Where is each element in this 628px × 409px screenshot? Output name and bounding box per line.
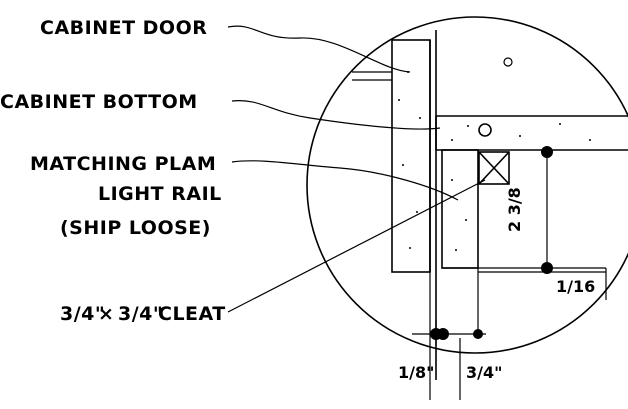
dimension-dot <box>437 328 449 340</box>
leader-cleat <box>227 179 486 313</box>
label-cabinet-door: CABINET DOOR <box>40 17 207 39</box>
light-rail <box>441 149 479 269</box>
label-cleat-fraction-a: 3/4" <box>60 303 105 325</box>
label-cleat-times: × <box>98 303 114 325</box>
dim-bottom-left: 1/8" <box>398 363 434 382</box>
dim-bottom-right: 3/4" <box>466 363 502 382</box>
label-cabinet-bottom: CABINET BOTTOM <box>0 91 198 113</box>
leader-light-rail <box>231 160 459 201</box>
leader-cabinet-bottom <box>231 99 441 130</box>
dim-right-offset: 1/16 <box>556 277 595 296</box>
label-ship-loose: (SHIP LOOSE) <box>60 217 211 239</box>
label-cleat-fraction-b: 3/4" <box>118 303 163 325</box>
dimension-dot <box>473 329 483 339</box>
detail-circle <box>306 16 628 354</box>
label-cleat: 3/4" × 3/4" CLEAT <box>60 303 226 325</box>
label-matching-plam: MATCHING PLAM <box>30 153 216 175</box>
cabinet-bottom <box>435 115 628 151</box>
label-cleat-word: CLEAT <box>158 303 226 325</box>
cleat <box>478 151 510 185</box>
label-light-rail: LIGHT RAIL <box>98 183 222 205</box>
leader-cabinet-door <box>227 25 411 73</box>
dimension-dot <box>541 146 553 158</box>
dim-rail-height: 2 3/8 <box>505 187 524 232</box>
